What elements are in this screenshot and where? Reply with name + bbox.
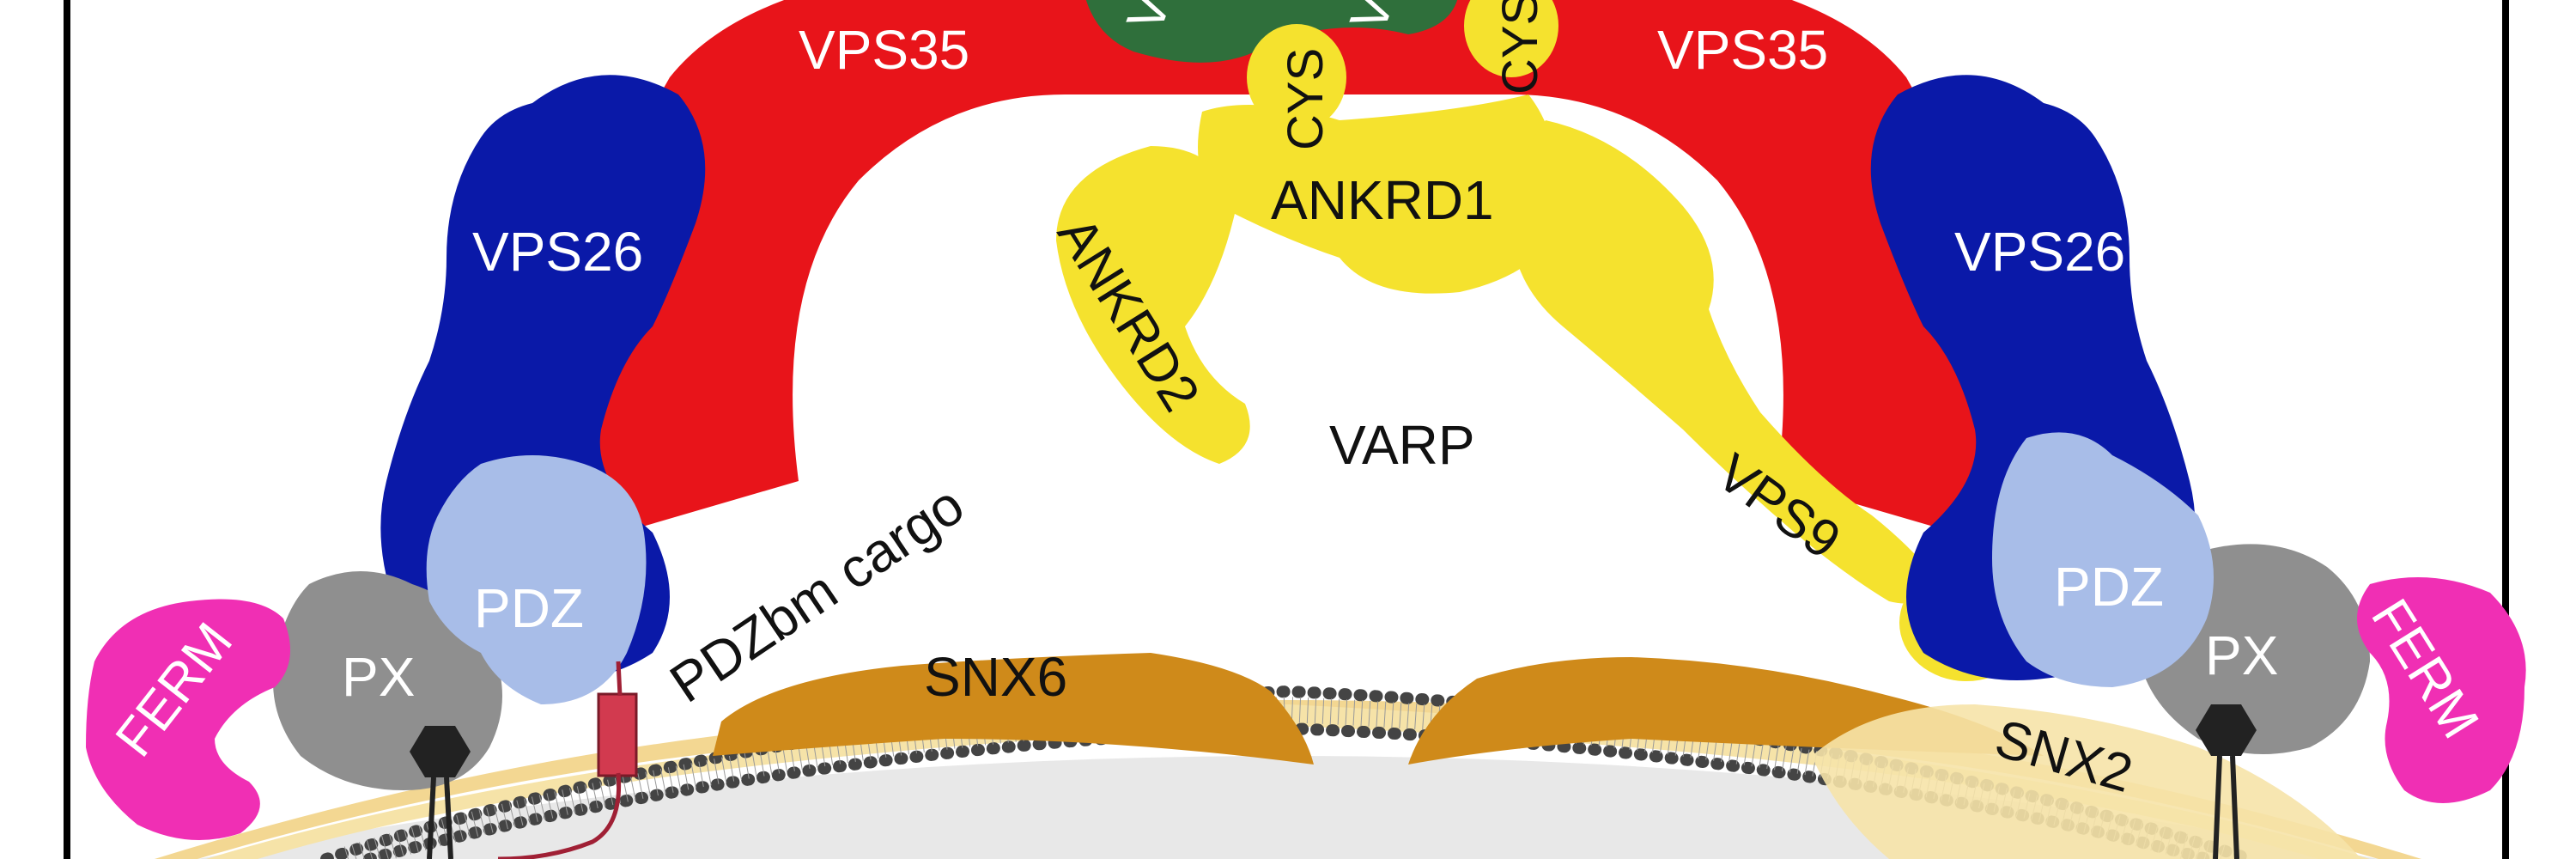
ferm-left (86, 599, 290, 840)
px-left-label: PX (342, 646, 415, 708)
pi3p-left-stalk-2 (444, 777, 453, 859)
varp-label: VARP (1329, 414, 1475, 476)
pdz-right-label: PDZ (2054, 556, 2164, 618)
ferm-right (2357, 577, 2526, 803)
pdz-left-label: PDZ (474, 577, 584, 639)
snx6-bar (713, 653, 1314, 765)
vps26-left-label: VPS26 (472, 221, 643, 283)
ankrd1-label: ANKRD1 (1271, 169, 1494, 231)
pdz-left (426, 455, 647, 704)
pdz-right (1992, 432, 2214, 687)
cys-right-label: CYS (1492, 0, 1548, 94)
vps35-left-label: VPS35 (799, 19, 969, 81)
frame-border (64, 0, 2509, 859)
pi3p-left-icon (410, 726, 471, 777)
pi3p-right-stalk-2 (2230, 755, 2239, 859)
pi3p-right-stalk (2213, 755, 2222, 859)
snx6-label: SNX6 (924, 646, 1067, 708)
pdzbm-cargo-tm (597, 692, 638, 777)
pi3p-right-icon (2196, 704, 2257, 756)
snx2-bar (1812, 704, 2361, 859)
vps35-right-label: VPS35 (1657, 19, 1828, 81)
pi3p-left-stalk (427, 777, 436, 859)
vps35-arch (580, 0, 1996, 541)
vps26-right-label: VPS26 (1954, 221, 2125, 283)
cys-left-label: CYS (1278, 48, 1334, 150)
pdzbm-cargo-tail (497, 661, 623, 859)
px-right-label: PX (2205, 624, 2278, 686)
